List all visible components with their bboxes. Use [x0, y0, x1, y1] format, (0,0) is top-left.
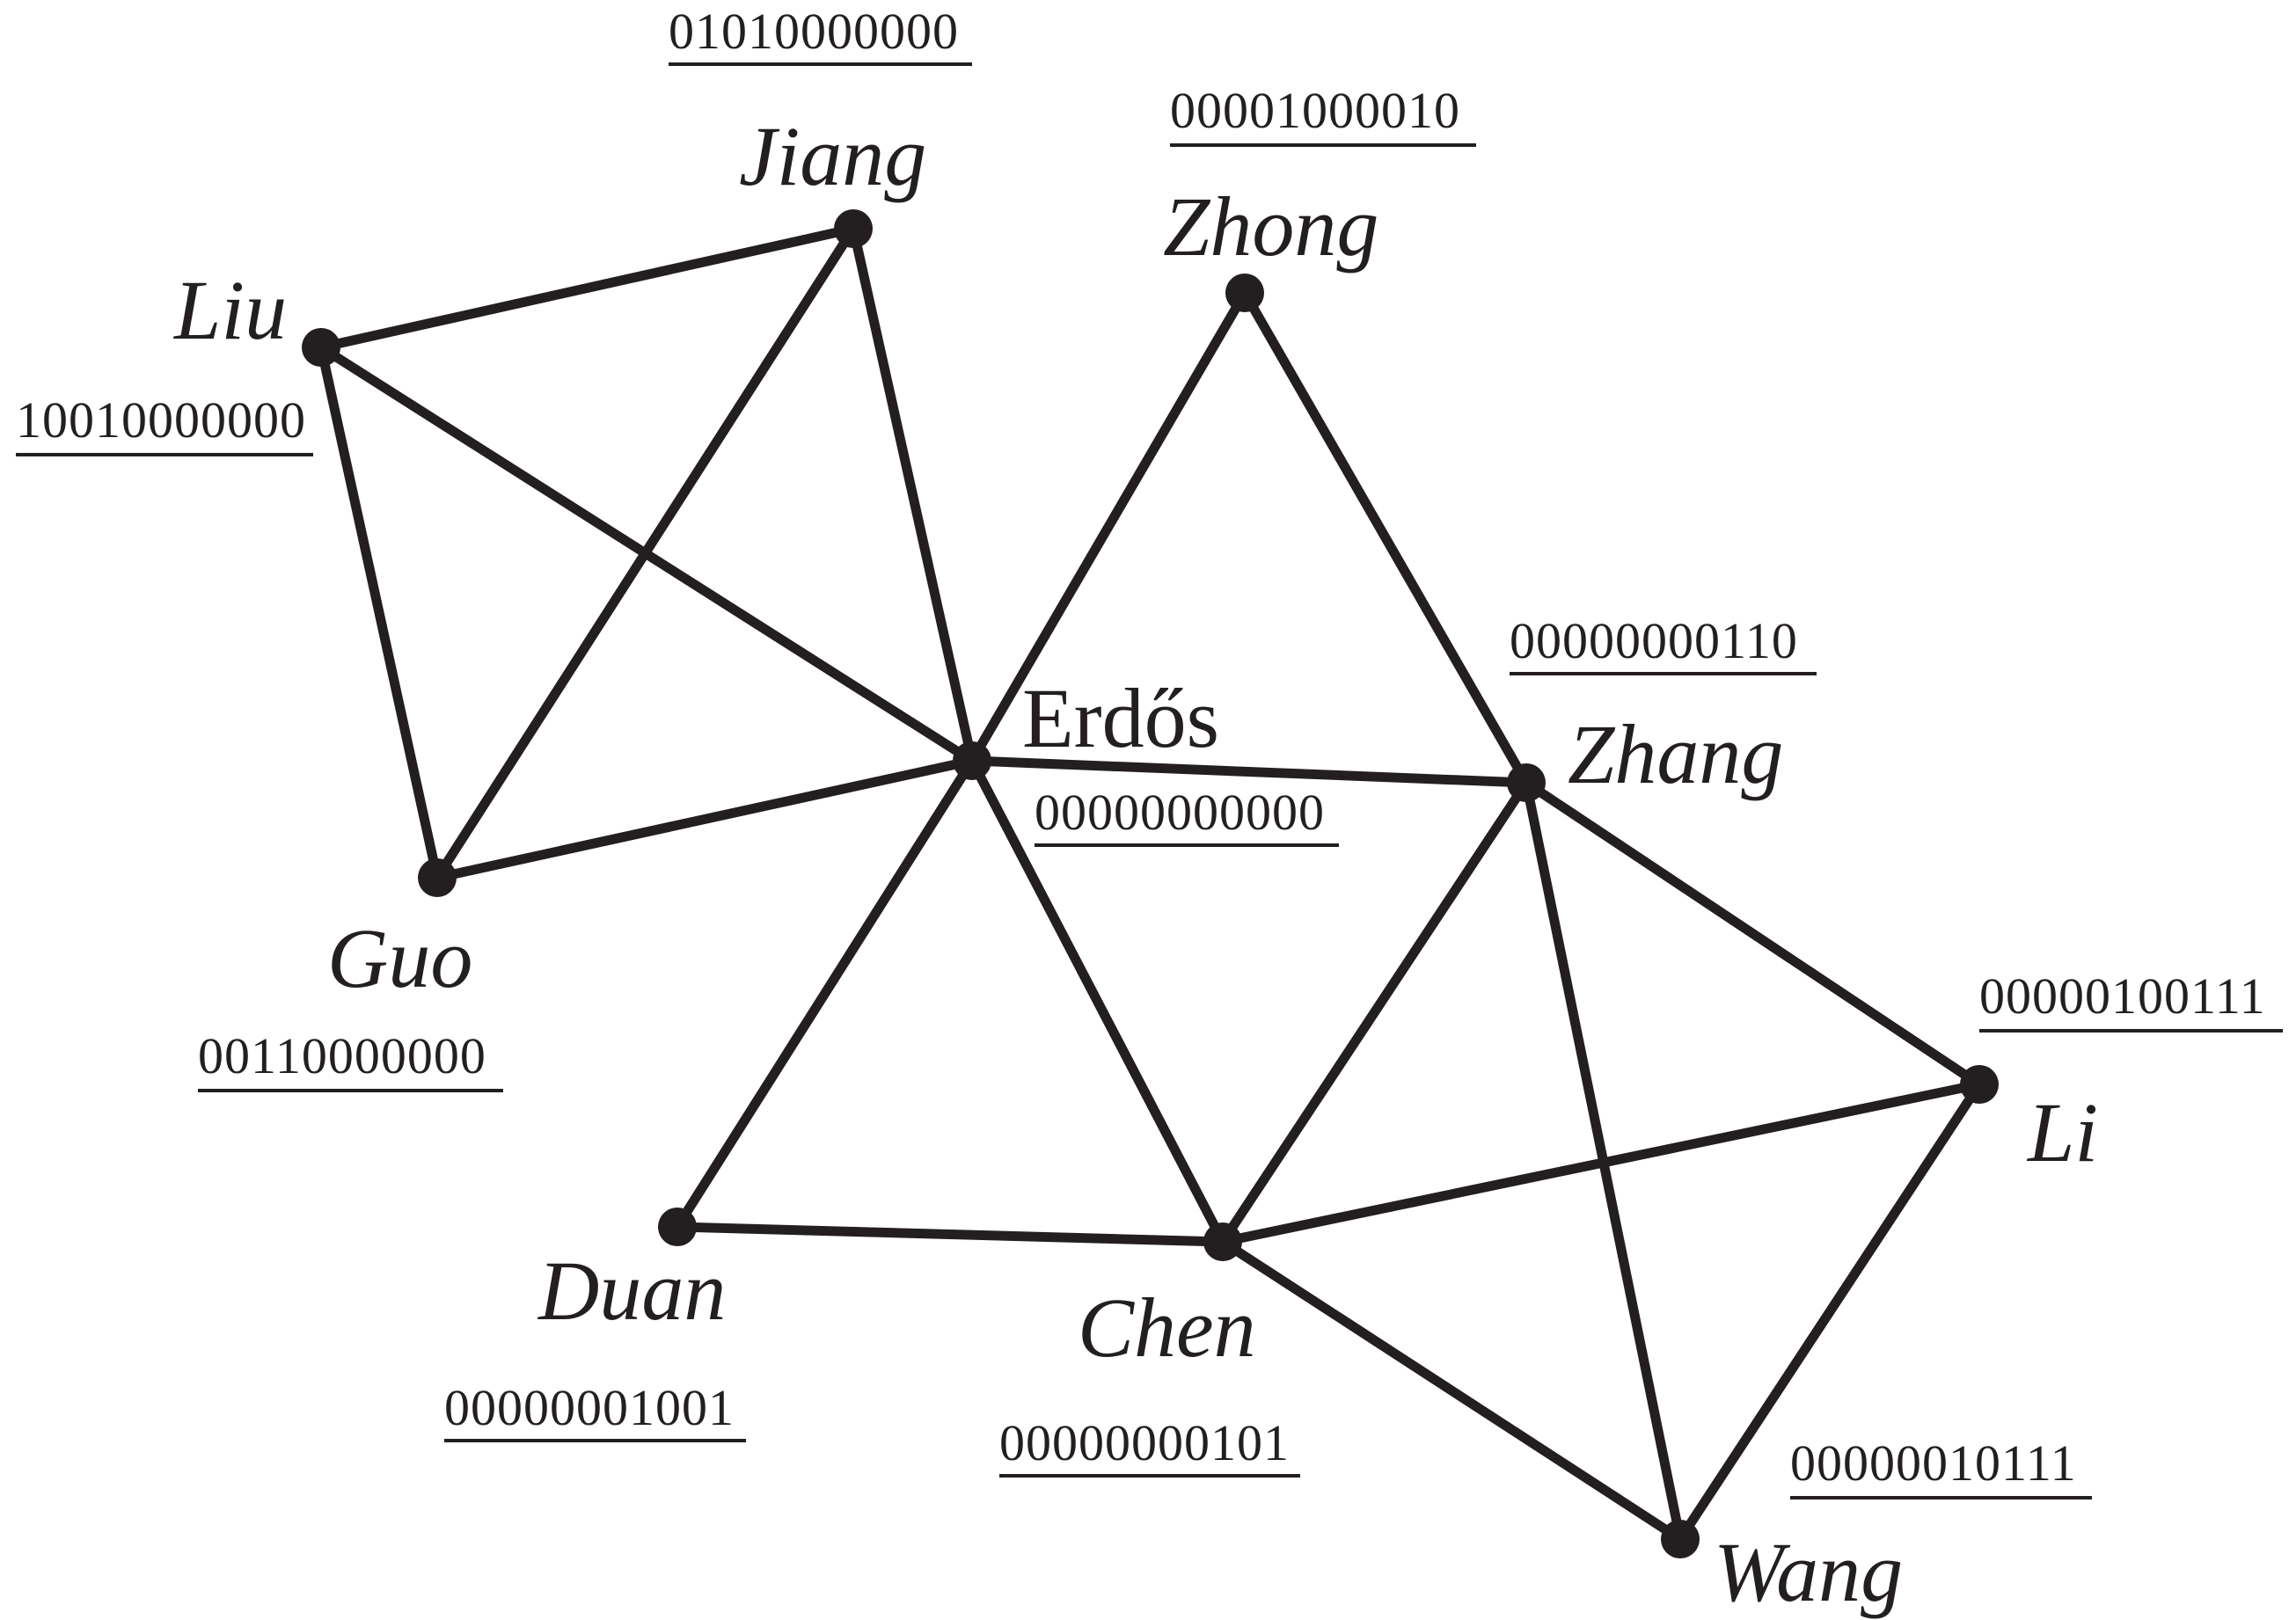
edge-duan-chen: [672, 1222, 1228, 1247]
node-label-erdos-text: Erdős: [1022, 671, 1219, 765]
node-label-li: Li: [2026, 1085, 2098, 1179]
node-code-liu: 10010000000: [16, 391, 306, 449]
node-code-jiang: 01010000000: [669, 3, 959, 60]
edge-liu-guo: [316, 342, 442, 883]
node-zhong: [1225, 274, 1264, 312]
edge-zhong-erdos: [967, 288, 1250, 766]
node-label-zhang: Zhang: [1568, 707, 1783, 801]
node-code-wang: 00000010111: [1790, 1434, 2077, 1492]
node-jiang: [834, 209, 873, 248]
edge-li-wang: [1675, 1079, 1985, 1544]
node-code-duan: 00000001001: [444, 1379, 735, 1436]
node-label-duan: Duan: [537, 1244, 726, 1338]
node-label-jiang: Jiang: [739, 109, 926, 203]
node-code-erdos: 00000000000: [1035, 784, 1325, 841]
node-erdos: [953, 741, 991, 780]
labels-layer: Liu 10010000000 Jiang 01010000000 Guo 00…: [16, 3, 2283, 1619]
edge-erdos-chen: [967, 755, 1228, 1247]
node-liu: [302, 328, 340, 367]
node-code-li: 00000100111: [1979, 967, 2266, 1025]
nodes-layer: [302, 209, 1999, 1558]
node-code-chen: 00000000101: [999, 1414, 1290, 1471]
node-li: [1960, 1065, 1999, 1104]
edge-erdos-duan: [672, 755, 977, 1232]
node-code-guo: 00110000000: [198, 1027, 486, 1084]
edge-zhang-chen: [1217, 777, 1532, 1247]
edges-layer: [316, 223, 1985, 1544]
node-duan: [658, 1208, 697, 1246]
edge-liu-jiang: [316, 223, 859, 353]
node-zhang: [1507, 763, 1546, 802]
node-label-chen: Chen: [1078, 1281, 1256, 1375]
node-wang: [1661, 1520, 1700, 1558]
node-chen: [1203, 1222, 1242, 1261]
node-label-liu: Liu: [172, 263, 287, 357]
node-label-wang: Wang: [1714, 1525, 1903, 1619]
node-label-erdos: Erdős: [1022, 671, 1219, 765]
node-code-zhong: 00001000010: [1170, 82, 1460, 139]
edge-zhong-zhang: [1239, 288, 1532, 788]
node-code-zhang: 00000000110: [1510, 612, 1798, 669]
edge-chen-li: [1217, 1079, 1985, 1247]
edge-jiang-guo: [432, 223, 859, 883]
node-label-guo: Guo: [327, 911, 472, 1005]
edge-zhang-li: [1521, 777, 1985, 1090]
edge-guo-erdos: [432, 755, 977, 883]
node-guo: [418, 858, 457, 897]
edge-erdos-zhang: [967, 755, 1532, 788]
edge-chen-wang: [1217, 1237, 1685, 1544]
node-label-zhong: Zhong: [1163, 179, 1378, 274]
edge-jiang-erdos: [848, 223, 977, 766]
